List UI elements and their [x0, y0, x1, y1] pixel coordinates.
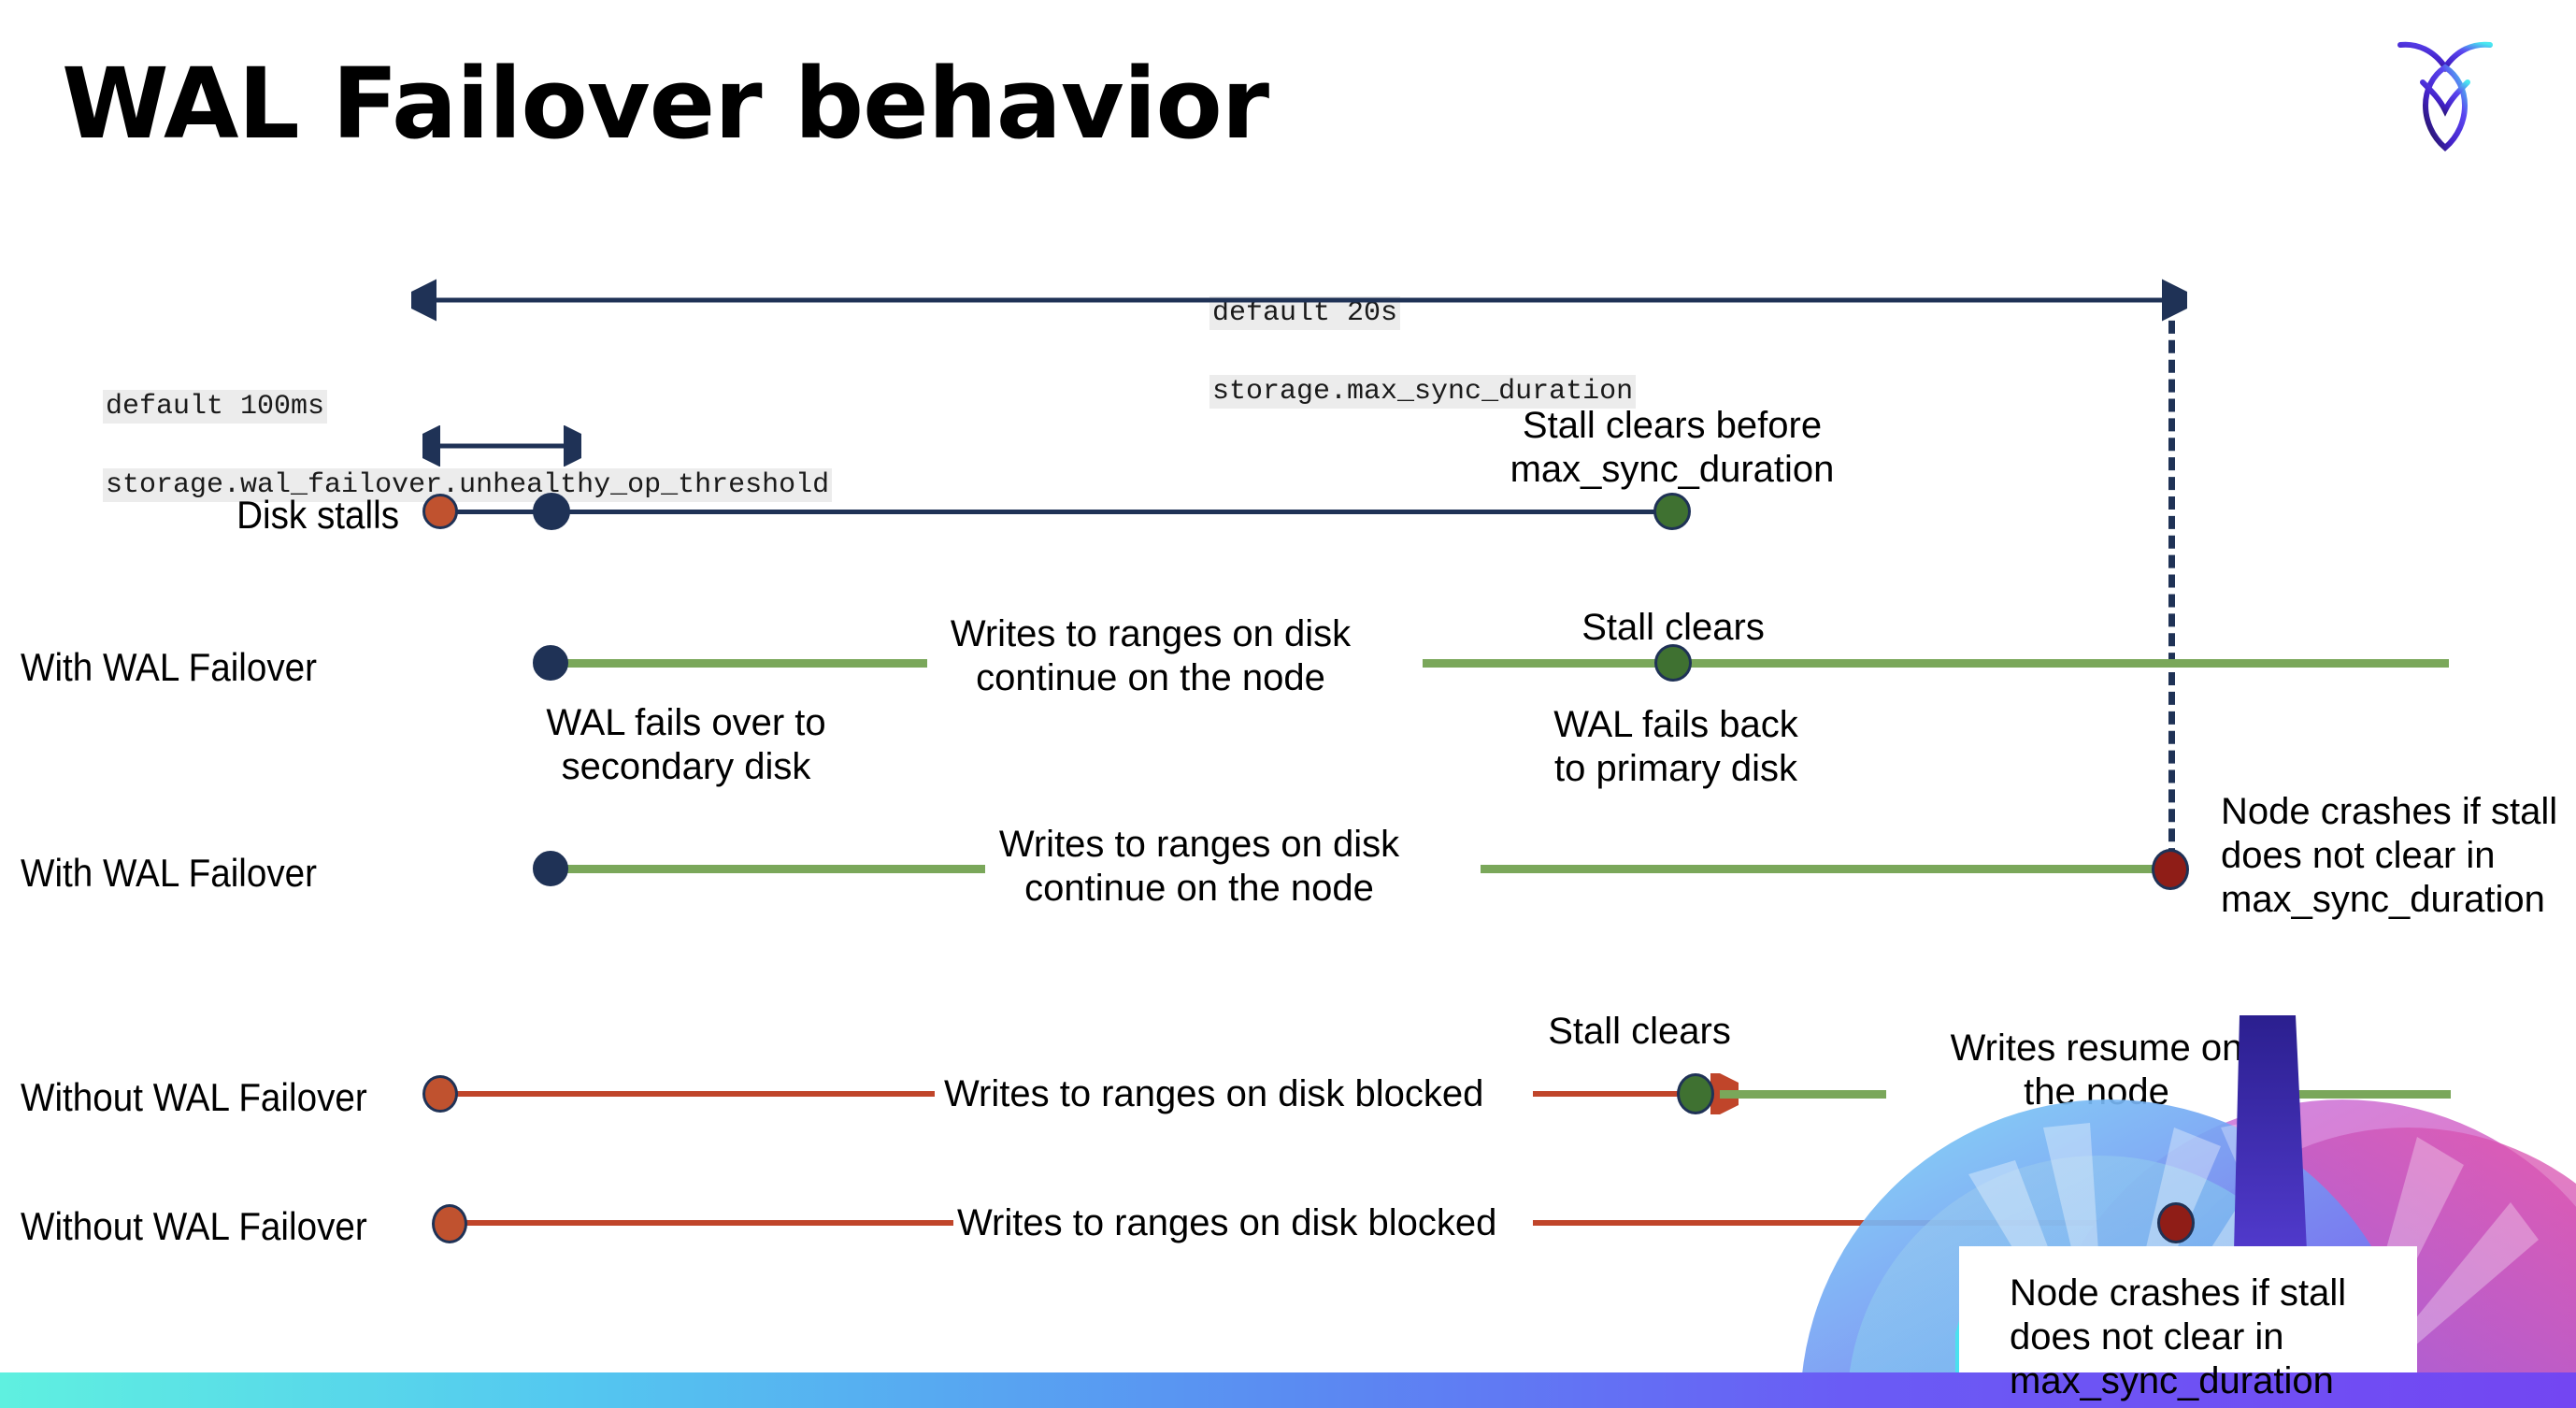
unhealthy-default-label: default 100ms: [103, 390, 328, 424]
note-node-crashes-1: Node crashes if stall does not clear in …: [2221, 791, 2558, 920]
disk-stall-clears-dot: [1653, 493, 1691, 530]
row-label-without-wal-failover-1: Without WAL Failover: [21, 1075, 367, 1119]
note-writes-blocked-2: Writes to ranges on disk blocked: [957, 1202, 1497, 1243]
unhealthy-setting-name: storage.wal_failover.unhealthy_op_thresh…: [103, 468, 833, 502]
without-wal-failover-2-start-dot: [432, 1204, 467, 1243]
disk-stalls-timeline: [439, 510, 1675, 514]
without-wal-failover-1-start-dot: [422, 1075, 458, 1113]
max-sync-duration-dashed-guide: [2168, 301, 2175, 881]
note-stall-clears-1: Stall clears: [1581, 607, 1765, 648]
bottom-gradient-bar: [0, 1372, 2576, 1408]
note-writes-continue-2: Writes to ranges on disk continue on the…: [998, 824, 1400, 909]
without-wal-failover-1-green-a: [1720, 1090, 1886, 1099]
row-label-with-wal-failover-1: With WAL Failover: [21, 645, 318, 689]
note-writes-continue-1: Writes to ranges on disk continue on the…: [950, 613, 1352, 698]
with-wal-failover-1-segment-a: [550, 659, 927, 668]
note-stall-clears-2: Stall clears: [1548, 1011, 1731, 1052]
note-node-crashes-2: Node crashes if stall does not clear in …: [2010, 1272, 2347, 1401]
row-label-without-wal-failover-2: Without WAL Failover: [21, 1204, 367, 1248]
with-wal-failover-2-segment-b: [1481, 865, 2172, 873]
note-wal-fails-back: WAL fails back to primary disk: [1553, 704, 1798, 789]
cockroachdb-logo: [2389, 32, 2501, 153]
wal-failover-2-start-dot: [533, 851, 568, 886]
without-wal-failover-2-crash-dot: [2157, 1202, 2195, 1243]
with-wal-failover-2-segment-a: [550, 865, 985, 873]
note-wal-fails-over: WAL fails over to secondary disk: [546, 702, 826, 787]
disk-stall-start-dot: [422, 494, 458, 529]
unhealthy-threshold-span-arrow: [422, 425, 581, 467]
without-wal-failover-1-stall-clears-dot: [1677, 1073, 1714, 1114]
disk-stall-threshold-dot: [533, 493, 570, 530]
row-label-with-wal-failover-2: With WAL Failover: [21, 851, 318, 895]
max-sync-setting-name: storage.max_sync_duration: [1209, 375, 1637, 409]
note-stall-clears-before-max-sync: Stall clears before max_sync_duration: [1510, 405, 1835, 490]
without-wal-failover-2-red-arrow: [1533, 1202, 2178, 1243]
note-writes-resume: Writes resume on the node: [1950, 1027, 2243, 1113]
without-wal-failover-2-red-a: [449, 1220, 953, 1226]
wal-failover-2-crash-dot: [2152, 849, 2189, 890]
max-sync-duration-span-arrow: [411, 279, 2187, 322]
with-wal-failover-1-segment-b: [1423, 659, 2449, 668]
without-wal-failover-1-red-a: [449, 1091, 935, 1097]
wal-failover-1-start-dot: [533, 645, 568, 681]
without-wal-failover-1-green-b: [2283, 1090, 2451, 1099]
row-label-disk-stalls: Disk stalls: [236, 493, 400, 537]
note-writes-blocked-1: Writes to ranges on disk blocked: [944, 1073, 1484, 1114]
wal-failover-1-stall-clears-dot: [1654, 644, 1692, 682]
unhealthy-threshold-chip: default 100ms storage.wal_failover.unhea…: [36, 348, 833, 544]
page-title: WAL Failover behavior: [62, 47, 1269, 161]
